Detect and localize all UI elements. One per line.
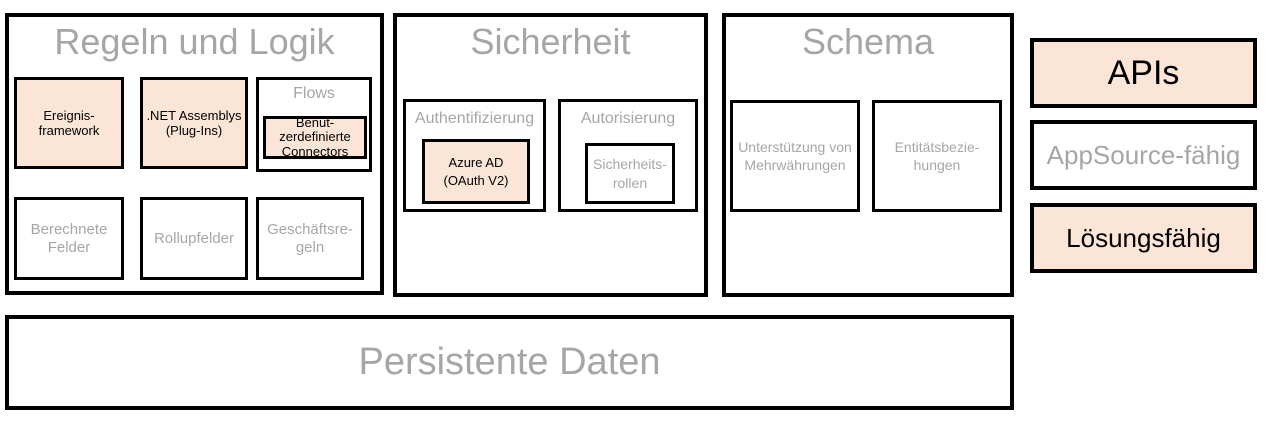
box-mehrwaehrungen: Unterstützung von Mehrwährungen — [730, 100, 860, 212]
panel-sicherheit: Sicherheit Authentifizierung Azure AD (O… — [393, 13, 708, 297]
box-azure-ad-oauth: Azure AD (OAuth V2) — [422, 139, 530, 204]
box-entitaetsbeziehungen: Entitätsbezie- hungen — [872, 100, 1002, 212]
panel-title-rules-logic: Regeln und Logik — [54, 21, 335, 62]
box-ereignis-framework: Ereignis- framework — [14, 77, 124, 169]
badge-appsource-faehig: AppSource-fähig — [1030, 120, 1257, 190]
box-net-assemblys: .NET Assemblys (Plug-Ins) — [140, 77, 248, 169]
box-flows: Flows Benut- zerdefinierte Connectors — [256, 77, 372, 172]
box-custom-connectors: Benut- zerdefinierte Connectors — [263, 115, 367, 159]
panel-persistente-daten: Persistente Daten — [5, 315, 1014, 410]
badge-loesungsfaehig: Lösungsfähig — [1030, 203, 1257, 273]
box-rollupfelder: Rollupfelder — [140, 197, 248, 280]
panel-title-sicherheit: Sicherheit — [470, 21, 631, 62]
box-authentifizierung: Authentifizierung Azure AD (OAuth V2) — [403, 99, 546, 212]
panel-schema: Schema Unterstützung von Mehrwährungen E… — [722, 13, 1014, 297]
flows-label: Flows — [293, 85, 335, 102]
box-berechnete-felder: Berechnete Felder — [14, 197, 124, 280]
badge-apis: APIs — [1030, 38, 1257, 108]
panel-title-persistente-daten: Persistente Daten — [358, 340, 661, 383]
authentifizierung-label: Authentifizierung — [414, 110, 535, 127]
autorisierung-label: Autorisierung — [580, 110, 676, 127]
box-geschaeftsregeln: Geschäftsre- geln — [256, 197, 364, 280]
box-sicherheitsrollen: Sicherheits- rollen — [585, 143, 675, 204]
box-autorisierung: Autorisierung Sicherheits- rollen — [558, 99, 698, 212]
panel-title-schema: Schema — [801, 21, 935, 62]
panel-rules-logic: Regeln und Logik Ereignis- framework .NE… — [5, 13, 384, 295]
